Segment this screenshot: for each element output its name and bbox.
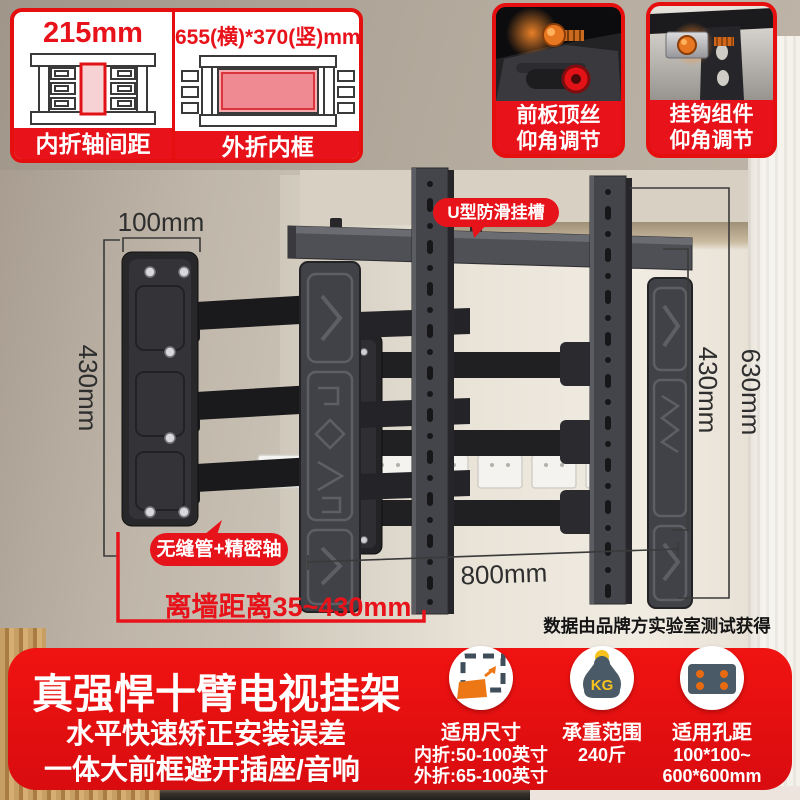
dim-line-430mm-left: [103, 239, 120, 557]
feature-weight-title: 承重范围: [562, 722, 642, 744]
dim-label-800mm: 800mm: [460, 557, 548, 590]
outer-fold-dimension: 655(横)*370(竖)mm: [175, 26, 361, 49]
feature-weight: KG 承重范围 240斤: [532, 646, 672, 766]
banner-subtitle-1: 水平快速矫正安装误差: [66, 718, 347, 749]
dim-label-630mm: 630mm: [736, 349, 766, 436]
feature-weight-line1: 240斤: [577, 745, 627, 765]
left-vesa-rail: [411, 167, 454, 615]
callout-front-screw-photo: [496, 7, 621, 101]
dimension-lines: [103, 187, 730, 599]
u-slot-badge: U型防滑挂槽: [433, 198, 559, 238]
feature-vesa-line1: 100*100~: [673, 745, 751, 765]
feature-vesa-title: 适用孔距: [672, 722, 752, 744]
callout-front-screw-line1: 前板顶丝: [516, 104, 601, 127]
vesa-holes-icon: [680, 646, 744, 710]
kg-label: KG: [591, 677, 614, 694]
spec-cell-outer-fold: 655(横)*370(竖)mm 外折内框: [175, 12, 361, 159]
feature-size-line1: 内折:50-100英寸: [413, 745, 549, 765]
wall-distance-bracket: [116, 532, 426, 623]
bottom-banner: 真强悍十臂电视挂架 水平快速矫正安装误差 一体大前框避开插座/音响 适用尺寸 内…: [8, 646, 792, 790]
hook-illustration: [650, 6, 773, 100]
seamless-badge-label: 无缝管+精密轴: [156, 539, 282, 560]
callout-hook-label: 挂钩组件 仰角调节: [650, 100, 773, 154]
dim-label-430mm-right: 430mm: [693, 347, 723, 434]
feature-size-title: 适用尺寸: [441, 722, 521, 744]
center-arms: [375, 342, 615, 534]
outer-fold-drawing: [180, 55, 355, 127]
callout-front-screw-line2: 仰角调节: [516, 130, 601, 153]
outer-fold-diagram: [175, 51, 359, 131]
callout-hook: 挂钩组件 仰角调节: [646, 2, 777, 158]
inner-fold-drawing: [30, 53, 156, 125]
tv-mount-illustration: 100mm 430mm 430mm 630mm 800mm 数据由品牌方实验室测…: [73, 167, 771, 636]
u-slot-badge-label: U型防滑挂槽: [447, 203, 545, 222]
inner-fold-dimension: 215mm: [43, 17, 143, 49]
right-arrow-panel: [647, 277, 693, 609]
dim-line-800mm: [307, 542, 679, 570]
wall-distance-label: 离墙距离35~430mm: [165, 591, 412, 622]
dim-label-100mm: 100mm: [118, 207, 205, 237]
spec-box: 215mm: [10, 8, 363, 163]
feature-size-line2: 外折:65-100英寸: [413, 766, 549, 786]
feature-vesa-line2: 600*600mm: [662, 766, 762, 786]
callout-hook-line2: 仰角调节: [669, 129, 754, 152]
left-arrow-panel: [299, 261, 361, 613]
callout-front-screw-label: 前板顶丝 仰角调节: [496, 101, 621, 154]
callout-hook-line1: 挂钩组件: [669, 103, 754, 126]
inner-fold-diagram: [14, 50, 172, 128]
spec-cell-inner-fold: 215mm: [14, 12, 175, 159]
banner-subtitle-2: 一体大前框避开插座/音响: [44, 754, 360, 785]
dim-label-430mm-left: 430mm: [73, 345, 103, 432]
weight-kg-icon: KG: [570, 646, 634, 710]
banner-title: 真强悍十臂电视挂架: [32, 671, 401, 717]
feature-size: 适用尺寸 内折:50-100英寸 外折:65-100英寸: [411, 646, 551, 787]
callout-front-screw: 前板顶丝 仰角调节: [492, 3, 625, 158]
dim-line-100mm: [122, 237, 201, 252]
left-wall-plate: [121, 251, 199, 527]
seamless-badge: 无缝管+精密轴: [150, 520, 288, 566]
data-note: 数据由品牌方实验室测试获得: [543, 616, 771, 636]
outer-fold-label: 外折内框: [175, 131, 359, 159]
feature-vesa: 适用孔距 100*100~ 600*600mm: [642, 646, 782, 787]
dim-line-430mm-right: [663, 248, 689, 531]
dim-line-630mm: [629, 187, 730, 599]
right-vesa-rail: [589, 175, 632, 605]
inner-fold-label: 内折轴间距: [14, 128, 172, 159]
tv-size-icon: [449, 646, 513, 710]
front-screw-illustration: [496, 7, 621, 101]
callout-hook-photo: [650, 6, 773, 100]
dimension-labels: 100mm 430mm 430mm 630mm 800mm: [73, 207, 766, 591]
